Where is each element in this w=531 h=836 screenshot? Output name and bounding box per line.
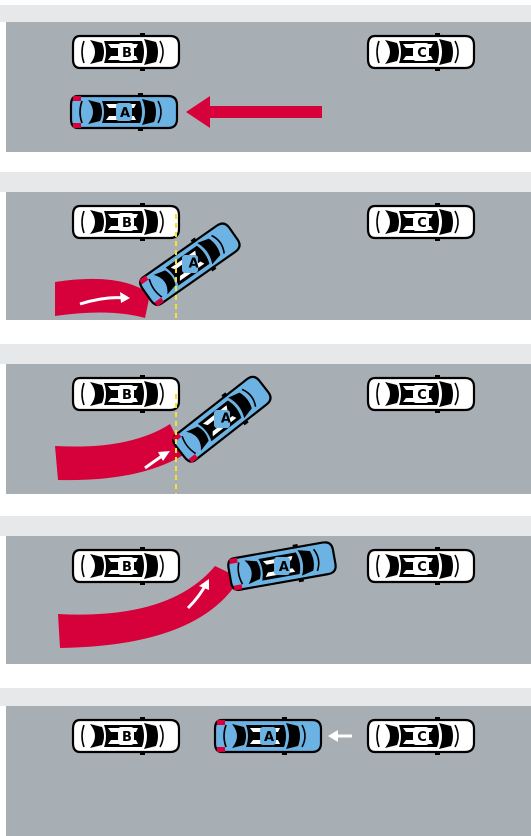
car-label-c: C bbox=[417, 216, 427, 231]
curb bbox=[0, 344, 531, 364]
car-label-c: C bbox=[417, 560, 427, 575]
motion-arrow bbox=[336, 735, 352, 738]
parked-car-b: B bbox=[73, 717, 179, 755]
parked-car-c: C bbox=[368, 717, 474, 755]
parked-car-b: B bbox=[73, 547, 179, 585]
step-panel-1: B C A bbox=[0, 5, 531, 152]
curb bbox=[0, 516, 531, 536]
parked-car-b: B bbox=[73, 33, 179, 71]
parked-car-b: B bbox=[73, 203, 179, 241]
car-label-b: B bbox=[122, 560, 132, 575]
car-label-b: B bbox=[122, 388, 132, 403]
car-a: A bbox=[215, 717, 321, 755]
parked-car-c: C bbox=[368, 33, 474, 71]
curb bbox=[0, 688, 531, 706]
car-label-b: B bbox=[122, 216, 132, 231]
car-label-b: B bbox=[122, 46, 132, 61]
step-panel-3: B C A bbox=[0, 344, 531, 494]
car-a: A bbox=[71, 93, 177, 131]
car-label-a: A bbox=[264, 730, 274, 745]
car-label-a: A bbox=[120, 106, 130, 121]
step-panel-2: B C A bbox=[0, 172, 531, 320]
car-label-b: B bbox=[122, 730, 132, 745]
car-label-a: A bbox=[279, 560, 289, 575]
direction-arrow bbox=[208, 106, 322, 118]
parked-car-c: C bbox=[368, 547, 474, 585]
curb bbox=[0, 5, 531, 22]
car-label-c: C bbox=[417, 730, 427, 745]
parked-car-b: B bbox=[73, 375, 179, 413]
car-label-a: A bbox=[189, 257, 199, 272]
car-label-c: C bbox=[417, 388, 427, 403]
parked-car-c: C bbox=[368, 203, 474, 241]
parked-car-c: C bbox=[368, 375, 474, 413]
car-label-a: A bbox=[221, 411, 231, 426]
curb bbox=[0, 172, 531, 192]
car-label-c: C bbox=[417, 46, 427, 61]
